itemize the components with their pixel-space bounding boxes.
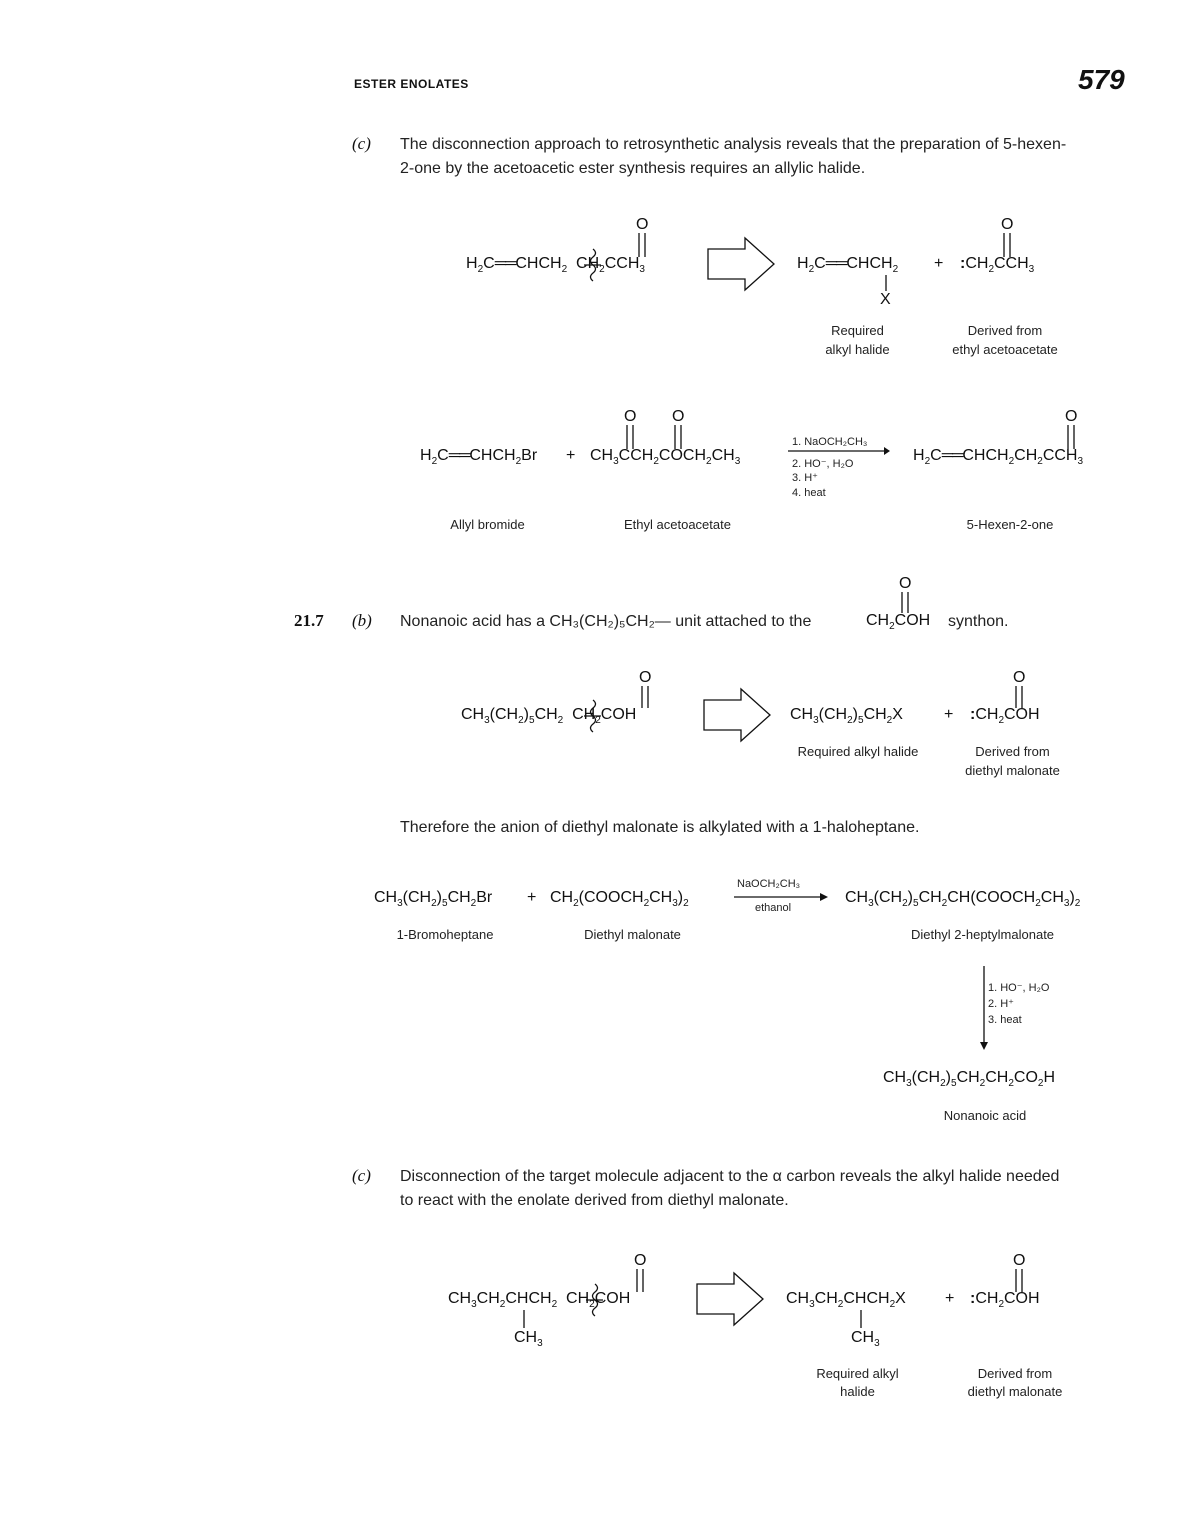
retrosynthetic-arrow [696, 1271, 764, 1327]
methyl-branch: CH3 [514, 1329, 543, 1350]
carbonyl-oxygen: O [636, 216, 649, 233]
part-label-b: (b) [352, 611, 372, 630]
diethyl-malonate-structure: CH2(COOCH2CH3)2 [550, 889, 689, 910]
caption: Diethyl malonate [584, 927, 681, 942]
part-label-c: (c) [352, 1166, 371, 1185]
retrosynthetic-arrow [707, 236, 775, 292]
nonanoic-acid-structure: CH3(CH2)5CH2CH2CO2H [883, 1069, 1056, 1090]
paragraph-line: to react with the enolate derived from d… [400, 1192, 789, 1209]
paragraph-line: Disconnection of the target molecule adj… [400, 1168, 1060, 1185]
retrosynthetic-arrow [703, 687, 771, 743]
allyl-bromide-structure: H2C══CHCH2Br [420, 447, 538, 468]
plus-sign: + [934, 255, 944, 272]
reaction-condition: 1. NaOCH₂CH₃ [792, 436, 868, 448]
alkyl-halide-structure: CH3CH2CHCH2X [786, 1290, 906, 1311]
heptylmalonate-structure: CH3(CH2)5CH2CH(COOCH2CH3)2 [845, 889, 1081, 910]
carbonyl-oxygen: O [1013, 1252, 1026, 1269]
caption: Nonanoic acid [943, 1108, 1027, 1123]
reaction-condition: 2. H⁺ [988, 998, 1014, 1010]
reaction-condition: 1. HO⁻, H₂O [988, 982, 1050, 994]
caption: Diethyl 2-heptylmalonate [910, 927, 1055, 942]
arrowhead [884, 447, 890, 455]
plus-sign: + [527, 889, 537, 906]
carbonyl-oxygen: O [634, 1252, 647, 1269]
reaction-condition: 3. heat [988, 1014, 1022, 1026]
enolate-synthon: :CH2CCH3 [960, 255, 1035, 276]
reaction-condition: NaOCH₂CH₃ [737, 878, 801, 890]
reaction-condition: ethanol [755, 902, 792, 914]
caption: Allyl bromide [450, 517, 525, 532]
carbonyl-oxygen: O [639, 669, 652, 686]
paragraph-line: The disconnection approach to retrosynth… [400, 136, 1067, 153]
carbonyl-oxygen: O [899, 575, 912, 592]
alkyl-halide-structure: CH3(CH2)5CH2X [790, 706, 903, 727]
alkyl-halide-structure: H2C══CHCH2 [797, 255, 899, 276]
caption: diethyl malonate [965, 763, 1060, 778]
reaction-condition: 2. HO⁻, H₂O [792, 458, 854, 470]
arrowhead [820, 893, 828, 901]
caption: ethyl acetoacetate [952, 342, 1058, 357]
paragraph-text: synthon. [948, 613, 1009, 630]
paragraph-text: Therefore the anion of diethyl malonate … [400, 819, 920, 836]
arrowhead [980, 1042, 988, 1050]
caption: diethyl malonate [967, 1384, 1063, 1399]
halogen-x: X [880, 291, 891, 308]
ethyl-acetoacetate-structure: CH3CCH2COCH2CH3 [590, 447, 741, 468]
reaction-condition: 3. H⁺ [792, 472, 818, 484]
caption: Required [831, 323, 884, 338]
carbonyl-oxygen: O [672, 408, 685, 425]
plus-sign: + [944, 706, 954, 723]
part-label-c: (c) [352, 134, 371, 153]
caption: 1-Bromoheptane [396, 927, 494, 942]
enolate-synthon: :CH2COH [970, 706, 1040, 727]
plus-sign: + [566, 447, 576, 464]
paragraph-text: Nonanoic acid has a CH₃(CH₂)₅CH₂— unit a… [400, 613, 812, 630]
synthon-structure: CH2COH [866, 612, 931, 633]
carbonyl-oxygen: O [1013, 669, 1026, 686]
target-structure: CH3CH2CHCH2 CH2COH [448, 1290, 631, 1311]
bromoheptane-structure: CH3(CH2)5CH2Br [374, 889, 493, 910]
hexenone-structure: H2C══CHCH2CH2CCH3 [913, 447, 1084, 468]
caption: Required alkyl [816, 1366, 899, 1381]
paragraph-line: 2-one by the acetoacetic ester synthesis… [400, 160, 866, 177]
caption: Ethyl acetoacetate [624, 517, 731, 532]
caption: Derived from [977, 1366, 1053, 1381]
target-structure: CH3(CH2)5CH2 CH2COH [461, 706, 637, 727]
running-header: ESTER ENOLATES [354, 77, 469, 91]
problem-number: 21.7 [294, 611, 324, 630]
caption: Required alkyl halide [797, 744, 919, 759]
page-number: 579 [1078, 64, 1125, 95]
reaction-condition: 4. heat [792, 487, 826, 499]
caption: alkyl halide [825, 342, 890, 357]
plus-sign: + [945, 1290, 955, 1307]
carbonyl-oxygen: O [1001, 216, 1014, 233]
caption: Derived from [967, 323, 1043, 338]
enolate-synthon: :CH2COH [970, 1290, 1040, 1311]
caption: 5-Hexen-2-one [966, 517, 1054, 532]
carbonyl-oxygen: O [624, 408, 637, 425]
target-structure: H2C══CHCH2 CH2CCH3 [466, 255, 645, 276]
methyl-branch: CH3 [851, 1329, 880, 1350]
caption: halide [840, 1384, 875, 1399]
caption: Derived from [975, 744, 1050, 759]
carbonyl-oxygen: O [1065, 408, 1078, 425]
